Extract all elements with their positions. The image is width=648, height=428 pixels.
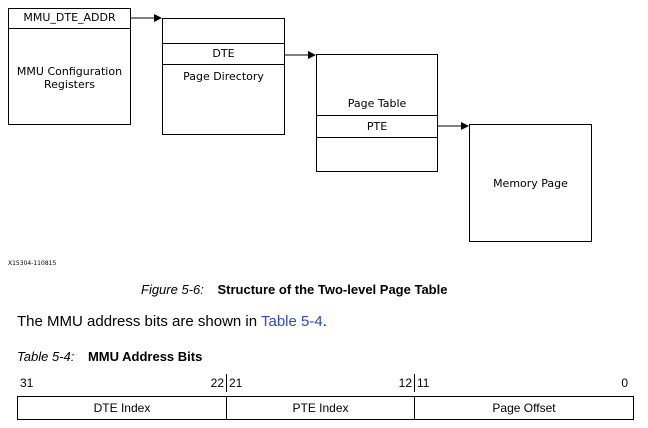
pte-index-field: PTE Index: [292, 401, 349, 415]
table-number: Table 5-4:: [17, 349, 75, 364]
page-table-label: Page Table: [347, 97, 407, 110]
page-directory-label: Page Directory: [183, 70, 264, 83]
mmu-dte-addr-box: [8, 8, 131, 29]
table-caption: Table 5-4: MMU Address Bits: [17, 349, 202, 364]
bit-label-0: 0: [621, 376, 628, 390]
memory-page-box: [469, 124, 592, 242]
mmu-config-label-line1: MMU Configuration: [16, 65, 123, 78]
page-directory-box: [162, 18, 285, 135]
body-text-prefix: The MMU address bits are shown in: [17, 313, 261, 330]
bit-label-31: 31: [20, 376, 34, 390]
address-bits-table: [17, 396, 634, 420]
bit-separator-12-11: [414, 374, 415, 392]
bit-label-22: 22: [210, 376, 224, 390]
pte-entry-box: [316, 115, 438, 138]
bit-label-12: 12: [398, 376, 412, 390]
diagram-connectors: [131, 14, 469, 130]
bit-label-21: 21: [229, 376, 243, 390]
page-offset-field: Page Offset: [492, 401, 556, 415]
bit-separator-22-21: [226, 374, 227, 392]
bit-label-11: 11: [417, 376, 430, 390]
mmu-dte-addr-label: MMU_DTE_ADDR: [23, 11, 116, 24]
figure-number: Figure 5-6:: [141, 282, 204, 297]
figure-caption: Figure 5-6: Structure of the Two-level P…: [141, 282, 447, 297]
dte-entry-box: [162, 43, 285, 65]
figure-title: Structure of the Two-level Page Table: [217, 282, 448, 297]
mmu-config-label-line2: Registers: [43, 78, 96, 91]
memory-page-label: Memory Page: [493, 177, 568, 190]
figure-code: X15304-110815: [8, 260, 57, 267]
page-table-box: [316, 54, 438, 172]
field-divider-1: [226, 396, 227, 420]
body-paragraph: The MMU address bits are shown in Table …: [17, 313, 327, 330]
field-divider-2: [414, 396, 415, 420]
dte-label: DTE: [212, 47, 235, 60]
table-5-4-link[interactable]: Table 5-4: [261, 313, 323, 330]
body-text-suffix: .: [322, 313, 327, 330]
pte-label: PTE: [366, 120, 388, 133]
table-title: MMU Address Bits: [87, 349, 203, 364]
dte-index-field: DTE Index: [93, 401, 151, 415]
